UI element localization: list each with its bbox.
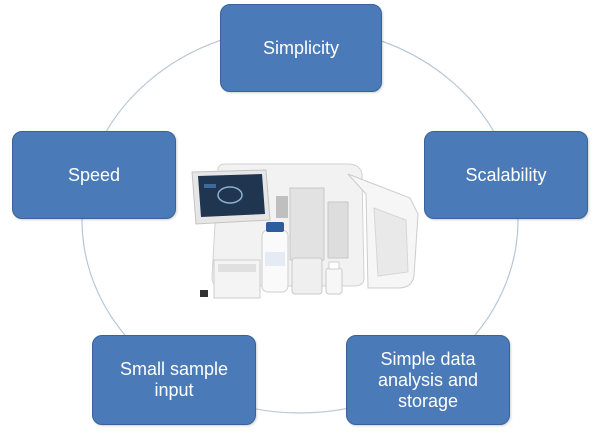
scalability-label: Scalability [465,164,547,185]
speed-label: Speed [67,164,121,185]
simplicity-label: Simplicity [262,37,339,58]
simple-data-label-line2: analysis and [377,369,479,390]
speed-box: Speed [12,131,176,219]
small-sample-label-line1: Small sample [119,359,229,379]
scalability-box: Scalability [424,131,588,219]
small-sample-input-box: Small sample input [92,335,256,425]
simple-data-analysis-box: Simple data analysis and storage [346,335,510,425]
simplicity-box: Simplicity [220,4,382,92]
simple-data-label-line3: storage [397,390,459,411]
simple-data-label-line1: Simple data [380,348,476,369]
small-sample-label-line2: input [154,380,194,400]
instrument-image [191,163,419,299]
